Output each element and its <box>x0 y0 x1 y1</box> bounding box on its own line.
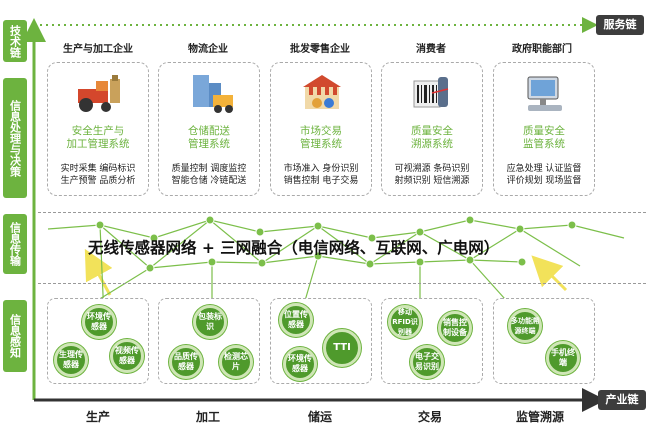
sensor-node: 销售控制设备 <box>438 311 472 345</box>
network-title: 无线传感器网络 + 三网融合（电信网络、互联网、广电网） <box>88 239 500 257</box>
sensor-node: 环境传感器 <box>82 305 116 339</box>
column-title: 物流企业 <box>188 44 228 55</box>
system-card-consumer: 质量安全溯源系统 可视溯源 条码识别射频识别 短信溯源 <box>381 62 483 196</box>
warehouse-truck-icon <box>193 75 233 113</box>
system-card-production: 安全生产与加工管理系统 实时采集 编码标识生产预警 品质分析 <box>47 62 149 196</box>
system-card-logistics: 仓储配送管理系统 质量控制 调度监控智能仓储 冷链配送 <box>158 62 260 196</box>
sensor-node: 品质传感器 <box>169 345 203 379</box>
tab-info-processing: 信息处理与决策 <box>3 78 27 198</box>
sensor-node: 位置传感器 <box>279 303 313 337</box>
sensor-node: 环境传感器 <box>283 347 317 381</box>
industry-stage-label: 加工 <box>195 410 220 424</box>
computer-monitor-icon <box>527 76 562 111</box>
separator-bottom <box>38 283 646 284</box>
upward-arrow-left <box>84 248 113 296</box>
market-store-icon <box>303 75 341 109</box>
tab-tech-chain: 技术链 <box>3 20 27 62</box>
sensor-node: 多功能溯源终端 <box>508 309 542 343</box>
tractor-farm-icon <box>78 75 120 112</box>
sensor-group-supervision: 多功能溯源终端 手机终端 <box>493 298 595 384</box>
sensor-node: 移动RFID识别器 <box>388 305 422 339</box>
system-card-government: 质量安全监管系统 应急处理 认证监督评价规划 现场监督 <box>493 62 595 196</box>
sensor-node: 生理传感器 <box>54 343 88 377</box>
sensor-node: 视频传感器 <box>110 339 144 373</box>
column-title: 消费者 <box>416 44 446 55</box>
industry-stage-label: 生产 <box>85 410 110 424</box>
industry-stage-label: 储运 <box>307 410 332 424</box>
sensor-group-trading: 移动RFID识别器 销售控制设备 电子交易识别 <box>381 298 483 384</box>
system-card-retail: 市场交易管理系统 市场准入 身份识别销售控制 电子交易 <box>270 62 372 196</box>
industry-stage-label: 监管溯源 <box>515 410 564 424</box>
barcode-scanner-icon <box>413 77 449 108</box>
sensor-node: 电子交易识别 <box>410 345 444 379</box>
column-title: 生产与加工企业 <box>63 44 133 55</box>
column-title: 政府职能部门 <box>512 44 572 55</box>
network-nodes <box>95 215 577 273</box>
sensor-group-production: 环境传感器 生理传感器 视频传感器 <box>47 298 149 384</box>
industry-chain-label: 产业链 <box>598 390 646 410</box>
industry-stage-label: 交易 <box>417 410 442 424</box>
sensor-node: 手机终端 <box>546 341 580 375</box>
tti-indicator: TTI <box>323 329 361 367</box>
separator-top <box>38 212 646 213</box>
upward-arrow-right <box>531 255 568 292</box>
sensor-group-storage: 位置传感器 TTI 环境传感器 <box>270 298 372 384</box>
sensor-group-processing: 包装标识 品质传感器 检测芯片 <box>158 298 260 384</box>
sensor-node: 包装标识 <box>193 305 227 339</box>
tab-info-transmission: 信息传输 <box>3 214 27 274</box>
service-chain-label: 服务链 <box>596 15 644 35</box>
tab-info-sensing: 信息感知 <box>3 300 27 372</box>
sensor-node: 检测芯片 <box>219 345 253 379</box>
column-title: 批发零售企业 <box>290 44 350 55</box>
